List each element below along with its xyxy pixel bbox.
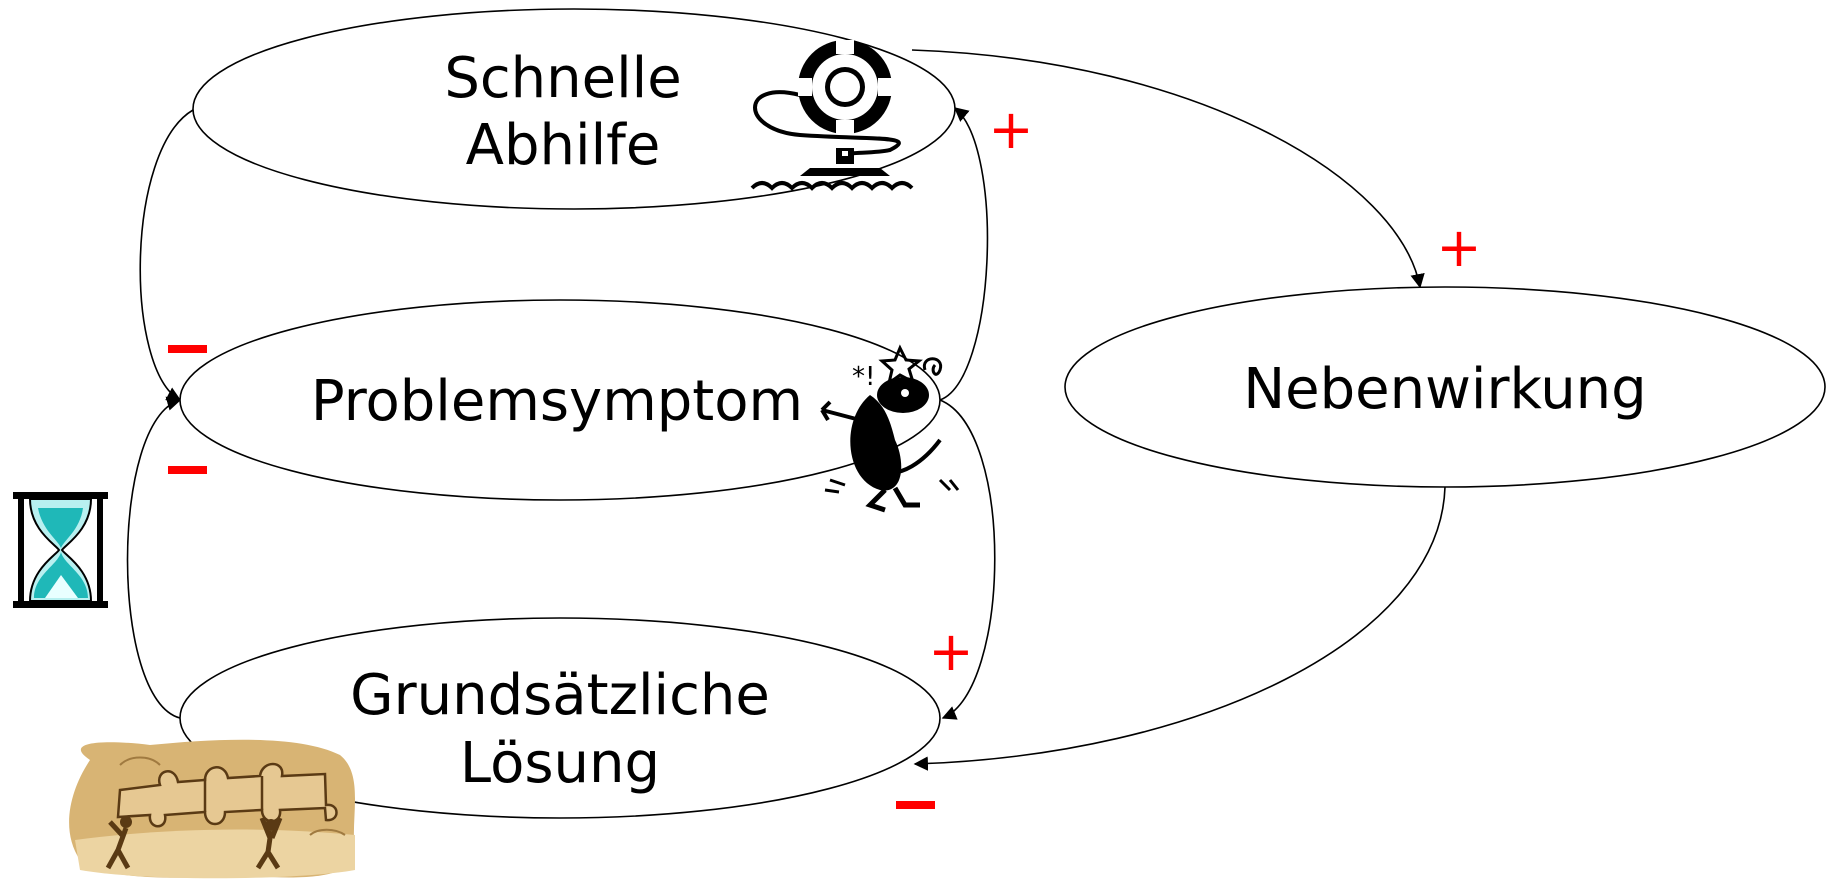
edge-schnelle-to-neben bbox=[911, 49, 1425, 289]
hourglass-icon bbox=[13, 492, 108, 608]
grund-label-line1: Grundsätzliche bbox=[350, 663, 770, 728]
svg-text:*!: *! bbox=[852, 362, 875, 392]
node-problemsymptom bbox=[179, 299, 941, 501]
schnelle-label-line2: Abhilfe bbox=[466, 113, 661, 178]
plus-sign-schnelle: + bbox=[988, 98, 1033, 161]
plus-sign-grund: + bbox=[928, 620, 973, 683]
schnelle-label-line1: Schnelle bbox=[444, 46, 681, 111]
neben-label: Nebenwirkung bbox=[1243, 357, 1646, 422]
minus-sign-lower-left bbox=[168, 466, 207, 474]
frustrated-person-icon: *! bbox=[820, 344, 960, 513]
minus-sign-bottom bbox=[896, 801, 935, 809]
minus-sign-upper-left bbox=[168, 345, 207, 353]
plus-sign-neben: + bbox=[1436, 216, 1481, 279]
node-schnelle-abhilfe bbox=[192, 8, 956, 210]
node-grundsaetzliche-loesung bbox=[179, 617, 941, 819]
puzzle-teamwork-icon bbox=[69, 739, 355, 879]
problem-label: Problemsymptom bbox=[311, 369, 803, 434]
edge-grund-to-problem bbox=[126, 396, 182, 719]
node-nebenwirkung bbox=[1064, 286, 1826, 488]
edge-neben-to-grund bbox=[913, 486, 1446, 771]
edge-schnelle-to-problem bbox=[139, 109, 194, 401]
grund-label-line2: Lösung bbox=[460, 731, 660, 796]
edge-problem-to-schnelle bbox=[939, 107, 989, 401]
life-buoy-icon bbox=[750, 40, 914, 191]
edge-problem-to-grund bbox=[939, 399, 996, 720]
